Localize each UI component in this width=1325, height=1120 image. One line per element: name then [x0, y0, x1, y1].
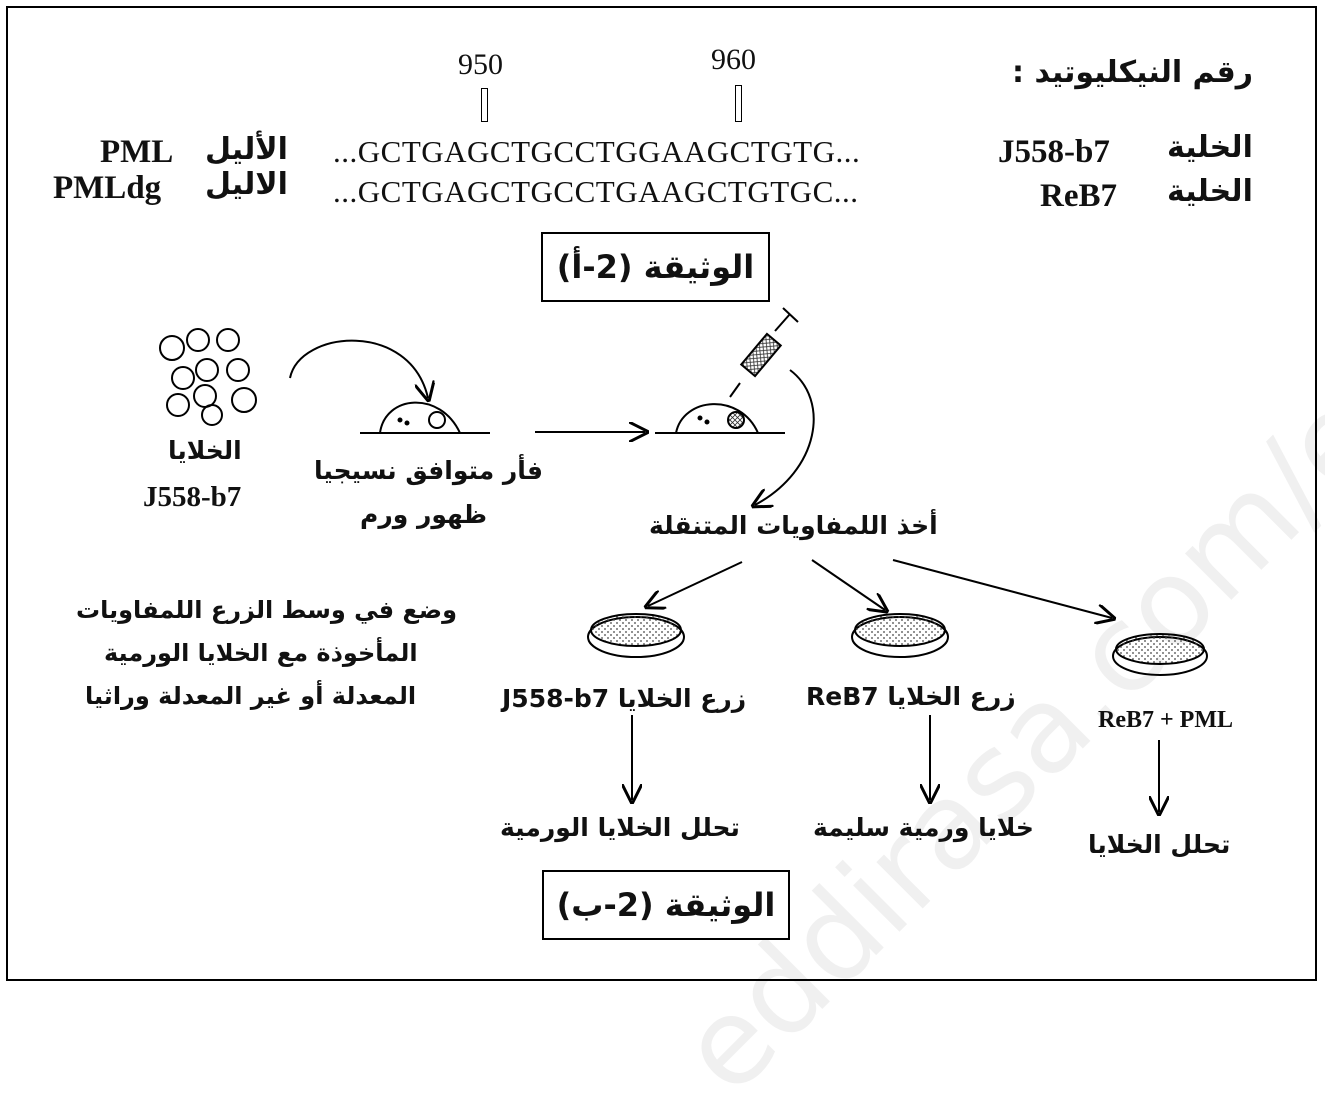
position-950-label: 950: [458, 48, 503, 81]
position-960-label: 960: [711, 43, 756, 76]
mouse-label-line2: ظهور ورم: [360, 500, 488, 529]
caption-document-2a: الوثيقة (2-أ): [541, 232, 770, 302]
cell-word-row1: الخلية: [1167, 130, 1253, 165]
arrow-to-dish-1: [648, 561, 743, 606]
arrow-to-dish-3: [892, 559, 1112, 618]
experiment-diagram: [159, 307, 1208, 989]
note-line-1: وضع في وسط الزرع اللمفاويات: [76, 596, 457, 624]
syringe-icon: [729, 307, 799, 398]
culture-dish-2: [851, 613, 949, 658]
culture-dish-3: [1112, 633, 1208, 676]
allele-name-pmldg: PMLdg: [53, 170, 162, 206]
allele-word-row1: الأليل: [205, 132, 288, 167]
result-3-label: تحلل الخلايا: [1088, 830, 1231, 859]
culture-2-label: زرع الخلايا ReB7: [806, 682, 1016, 711]
result-1-label: تحلل الخلايا الورمية: [500, 813, 740, 842]
document-frame: [6, 6, 1317, 981]
cell-word-row2: الخلية: [1167, 174, 1253, 209]
take-lymphocytes-label: أخذ اللمفاويات المتنقلة: [649, 511, 938, 540]
caption-document-2a-text: الوثيقة (2-أ): [556, 248, 755, 286]
mouse-icon-2: [655, 403, 785, 434]
cells-word-label: الخلايا: [168, 436, 242, 465]
note-line-2: المأخوذة مع الخلايا الورمية: [104, 639, 418, 667]
allele-word-row2: الاليل: [205, 167, 288, 202]
culture-1-label: زرع الخلايا J558-b7: [502, 684, 747, 713]
cells-name-label: J558-b7: [143, 481, 242, 513]
sequence-row2: ...GCTGAGCTGCCTGAAGCTGTGC...: [333, 174, 859, 209]
caption-document-2b: الوثيقة (2-ب): [542, 870, 790, 940]
culture-dish-1: [587, 613, 685, 658]
cell-name-j558: J558-b7: [998, 134, 1110, 170]
sequence-row1: ...GCTGAGCTGCCTGGAAGCTGTG...: [333, 134, 861, 169]
caption-document-2b-text: الوثيقة (2-ب): [556, 886, 776, 924]
arrow-to-dish-2: [811, 559, 885, 610]
nucleotide-number-label: رقم النيكليوتيد :: [1012, 55, 1253, 90]
mouse-icon-1: [360, 401, 490, 434]
culture-3-label: ReB7 + PML: [1098, 707, 1233, 733]
sampling-arrow: [755, 369, 815, 505]
tumor-cells-cluster: [159, 328, 257, 426]
position-960-marker: [735, 85, 742, 122]
position-950-marker: [481, 88, 488, 122]
result-2-label: خلايا ورمية سليمة: [813, 813, 1034, 842]
allele-name-pml: PML: [100, 134, 174, 170]
injection-arrow: [289, 339, 428, 398]
cell-name-reb7: ReB7: [1040, 178, 1117, 214]
mouse-label-line1: فأر متوافق نسيجيا: [314, 456, 544, 485]
note-line-3: المعدلة أو غير المعدلة وراثيا: [85, 682, 417, 710]
